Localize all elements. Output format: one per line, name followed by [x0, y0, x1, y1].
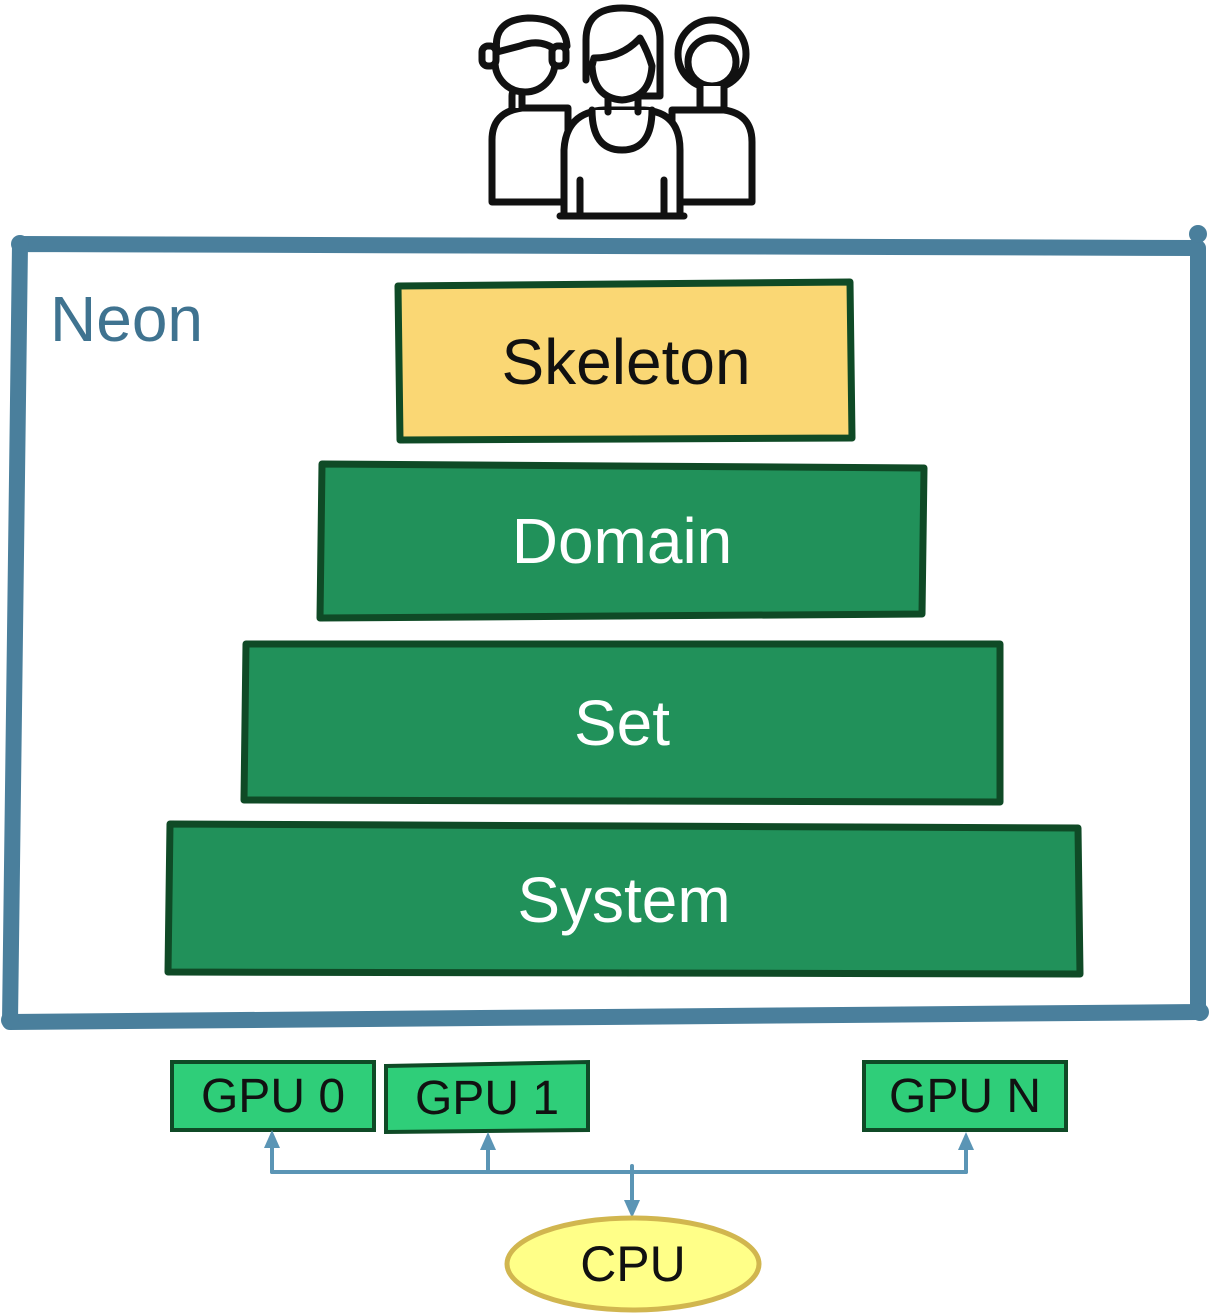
users-group-icon [478, 4, 756, 220]
layer-set [240, 640, 1004, 806]
layer-system [164, 820, 1084, 978]
user-center-icon [556, 4, 688, 220]
gpu-1-label: GPU 1 [414, 1071, 560, 1125]
gpu-0-label: GPU 0 [200, 1069, 346, 1123]
arrow-up-icon [480, 1132, 496, 1150]
framework-title: Neon [50, 283, 203, 355]
layer-skeleton-label: Skeleton [501, 326, 751, 398]
layer-set-label: Set [573, 687, 671, 759]
arrow-down-icon [624, 1200, 640, 1218]
user-left-icon [478, 14, 572, 206]
layer-system-label: System [517, 864, 731, 936]
gpu-n-box [862, 1060, 1068, 1132]
cpu-gpu-connectors [270, 1138, 968, 1210]
gpu-0-box [170, 1060, 376, 1132]
arrow-up-icon [958, 1132, 974, 1150]
gpu-1-box [384, 1059, 590, 1135]
user-right-icon [668, 16, 756, 206]
layer-domain-label: Domain [511, 505, 733, 577]
cpu-label: CPU [580, 1236, 686, 1292]
layer-domain [316, 460, 928, 622]
cpu-ellipse [504, 1215, 762, 1313]
arrow-up-icon [264, 1130, 280, 1148]
gpu-n-label: GPU N [888, 1069, 1041, 1123]
layer-skeleton [394, 278, 856, 444]
